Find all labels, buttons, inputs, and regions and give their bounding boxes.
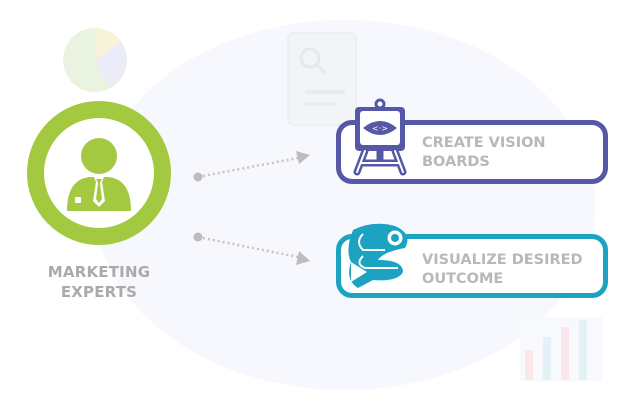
outcome-1-line2: BOARDS — [422, 154, 490, 170]
outcome-label-vision-boards: CREATE VISION BOARDS — [422, 134, 546, 172]
outcome-1-line1: CREATE VISION — [422, 135, 546, 151]
bar-chart-icon — [520, 317, 602, 381]
path-target-icon — [348, 223, 408, 288]
arrow-to-visualize-outcome — [193, 232, 310, 265]
businessman-icon — [67, 138, 131, 211]
outcome-label-visualize-outcome: VISUALIZE DESIRED OUTCOME — [422, 251, 583, 289]
svg-text:<·>: <·> — [372, 124, 388, 133]
source-label-line1: MARKETING — [47, 263, 151, 281]
source-label: MARKETING EXPERTS — [0, 262, 198, 302]
arrow-to-vision-boards — [193, 151, 310, 182]
document-search-icon — [287, 32, 357, 126]
outcome-2-line1: VISUALIZE DESIRED — [422, 252, 583, 268]
outcome-2-line2: OUTCOME — [422, 271, 504, 287]
pie-chart-icon — [63, 28, 127, 92]
source-label-line2: EXPERTS — [60, 283, 138, 301]
easel-eye-icon: <·> — [353, 98, 407, 176]
